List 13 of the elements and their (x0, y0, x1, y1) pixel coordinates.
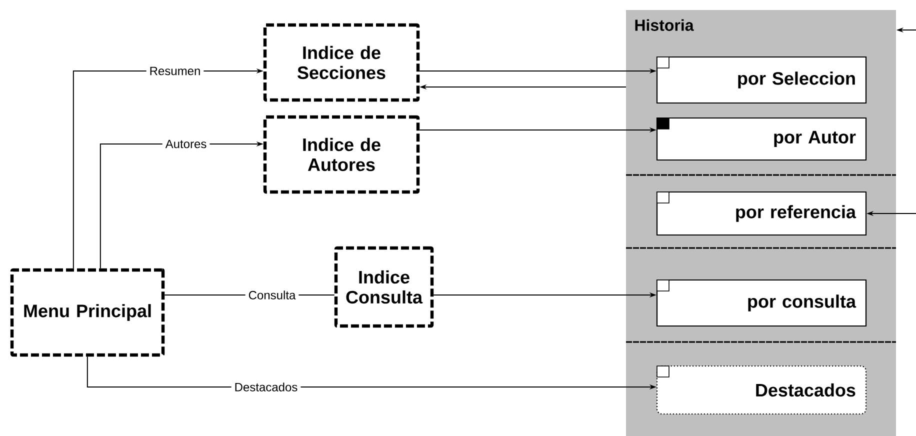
option-box: por Seleccion (656, 56, 867, 104)
option-box: por referencia (656, 191, 867, 236)
option-box: por Autor (656, 117, 867, 161)
edge-label: Autores (162, 136, 210, 152)
index-box: Indice de Secciones (263, 23, 420, 102)
option-box: por consulta (656, 279, 867, 327)
index-box: Indice Consulta (334, 246, 434, 328)
edge-label: Resumen (146, 64, 204, 78)
edge-label: Destacados (231, 380, 301, 394)
menu-box: Menu Principal (10, 268, 165, 357)
option-box: Destacados (656, 365, 867, 415)
index-box: Indice de Autores (263, 115, 420, 194)
edge-label: Consulta (245, 288, 299, 302)
